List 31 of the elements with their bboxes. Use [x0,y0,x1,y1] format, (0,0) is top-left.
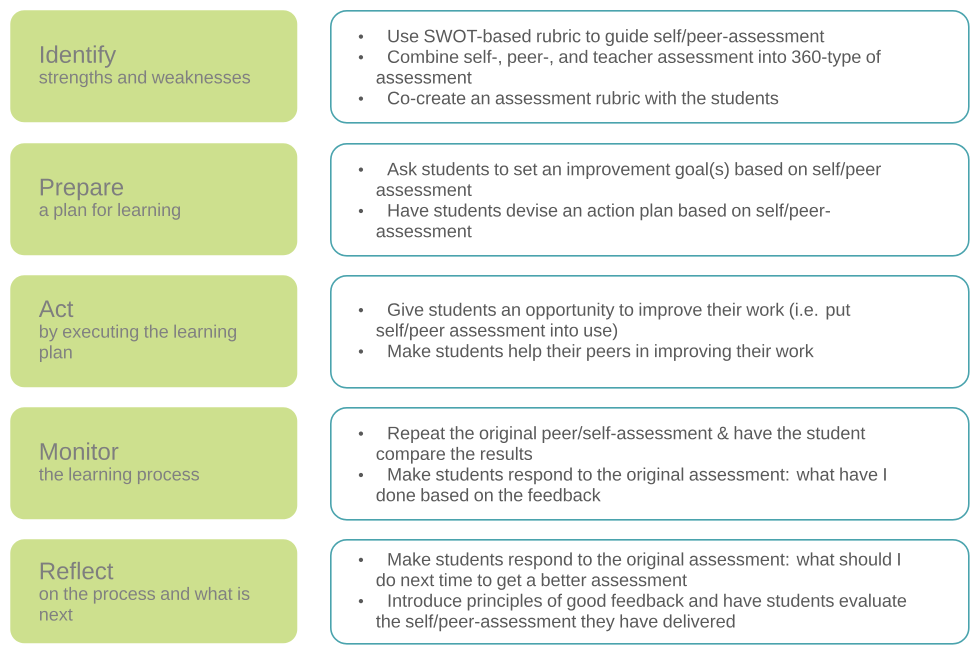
bullet-item: Make students respond to the original assessment: what should I do next time to get a better assessment [376,552,900,590]
step-subtitle: on the process and what is next [40,586,250,621]
bullet-item: Use SWOT-based rubric to guide self/peer-assessment [388,29,824,46]
bullet-item: Co-create an assessment rubric with the students [388,91,778,104]
activity-box [330,539,970,645]
step-title: Identify [41,45,116,68]
bullet-item: Ask students to set an improvement goal(s) based on self/peer assessment [376,162,881,196]
step-subtitle: the learning process [39,467,200,484]
bullet-item: Make students respond to the original assessment: what have I done based on the feedback [376,468,886,502]
step-box [10,10,298,122]
bullet-item: Have students devise an action plan based on self/peer-assessment [376,204,830,238]
step-subtitle: by executing the learning plan [40,324,236,362]
bullet-item: Repeat the original peer/self-assessment & have the student compare the results [376,426,866,464]
activity-box [330,275,970,389]
step-subtitle: strengths and weaknesses [39,70,250,88]
step-subtitle: a plan for learning [40,202,180,220]
activity-box [330,10,970,124]
step-box [10,539,298,644]
step-title: Reflect [40,562,114,580]
step-box [10,407,298,520]
step-title: Monitor [40,442,118,460]
bullet-item: Give students an opportunity to improve their work (i.e. put self/peer assessment into use) [376,302,850,340]
step-title: Act [38,300,74,318]
bullet-item: Introduce principles of good feedback and have students evaluate the self/peer-assessment they have delivered [376,594,906,632]
step-box [10,143,298,256]
step-box [10,275,298,388]
bullet-item: Combine self-, peer-, and teacher assessment into 360-type of assessment [376,50,881,84]
step-title: Prepare [40,178,124,200]
bullet-item: Make students help their peers in improving their work [388,344,814,361]
activity-box [330,143,970,257]
activity-box [330,407,970,521]
